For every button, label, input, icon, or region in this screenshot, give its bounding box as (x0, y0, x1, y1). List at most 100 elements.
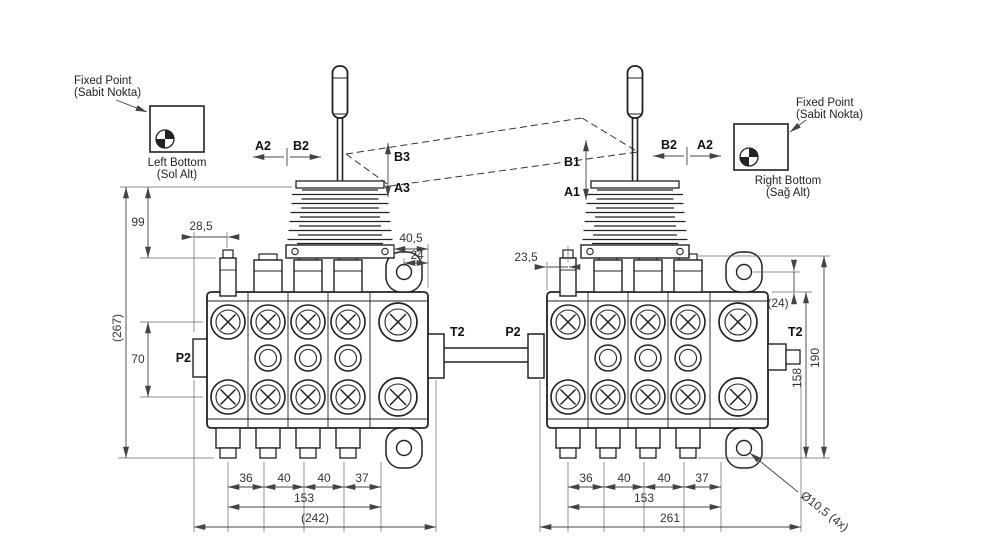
port (254, 344, 282, 372)
lever-arrows-right: B2 A2 B1 A1 (564, 138, 721, 200)
spool-cap (293, 253, 323, 293)
label-p2-right: P2 (505, 325, 520, 339)
mounting-ear (725, 427, 763, 469)
label-b1: B1 (564, 155, 580, 169)
spool-end-cap (295, 427, 321, 459)
spool-cap (633, 253, 663, 293)
dim-sec3-right: 40 (657, 471, 671, 485)
spool-end-cap (335, 427, 361, 459)
port (330, 379, 366, 415)
dim-261: 261 (660, 511, 680, 525)
p2-port-block (192, 338, 209, 378)
spool-end-cap (255, 427, 281, 459)
label-b2-left: B2 (293, 139, 309, 153)
port (334, 344, 362, 372)
dim-sec3-left: 40 (317, 471, 331, 485)
lever-linkage-lines (345, 117, 639, 187)
right-valve (546, 65, 801, 469)
dim-99: 99 (131, 215, 145, 229)
port (330, 304, 366, 340)
label-p2-left: P2 (176, 351, 191, 365)
dim-sec4-left: 37 (355, 471, 369, 485)
port (290, 379, 326, 415)
dim-sec2-right: 40 (617, 471, 631, 485)
dimensions-left: 99 70 (267) 28,5 40,5 24 36 40 40 37 (110, 186, 437, 532)
spool-end-cap (215, 427, 241, 459)
port (590, 379, 626, 415)
port (290, 304, 326, 340)
port (674, 344, 702, 372)
spool-cap (333, 253, 363, 293)
spool-cap (253, 253, 283, 293)
port (630, 304, 666, 340)
lever-bellows (285, 180, 395, 259)
port (634, 344, 662, 372)
port (718, 377, 758, 417)
dim-190: 190 (808, 348, 822, 368)
hole-diameter-note: Ø10,5 (4x) (798, 488, 851, 534)
port (294, 344, 322, 372)
mounting-ear (385, 427, 423, 469)
dim-40-5: 40,5 (399, 231, 423, 245)
port (670, 304, 706, 340)
t2-stud (785, 349, 801, 365)
dim-24-right: (24) (767, 296, 788, 310)
port (594, 344, 622, 372)
label-a2-right: A2 (697, 138, 713, 152)
dim-sec1-left: 36 (239, 471, 253, 485)
left-valve (192, 65, 429, 469)
spool-end-cap (635, 427, 661, 459)
label-a3: A3 (394, 181, 410, 195)
datum-target-icon (155, 129, 175, 149)
t2-port-block (767, 343, 787, 371)
dim-24: 24 (410, 248, 424, 262)
port (670, 379, 706, 415)
port (210, 379, 246, 415)
lever-bellows (580, 180, 690, 259)
dim-153-right: 153 (634, 491, 654, 505)
label-t2-left: T2 (450, 325, 465, 339)
fixed-point-callout-right: Fixed Point (Sabit Nokta) Right Bottom (… (733, 97, 863, 199)
port (250, 304, 286, 340)
fixed-point-left-line2: (Sabit Nokta) (74, 87, 141, 99)
label-a2-left: A2 (255, 139, 271, 153)
dim-242: (242) (301, 511, 329, 525)
right-bottom-line2: (Sağ Alt) (766, 187, 810, 199)
spool-cap (673, 253, 703, 293)
spool-cap (593, 253, 623, 293)
fixed-point-right-line2: (Sabit Nokta) (796, 109, 863, 121)
dim-158: 158 (790, 368, 804, 388)
dim-23-5: 23,5 (514, 250, 538, 264)
label-a1: A1 (564, 185, 580, 199)
relief-valve-cap (219, 249, 237, 297)
port (718, 302, 758, 342)
label-t2-right: T2 (788, 325, 803, 339)
label-b2-right: B2 (661, 138, 677, 152)
port (550, 304, 586, 340)
spool-end-cap (555, 427, 581, 459)
left-bottom-line2: (Sol Alt) (157, 169, 197, 181)
dim-sec2-left: 40 (277, 471, 291, 485)
port (378, 377, 418, 417)
dim-267: (267) (110, 314, 124, 342)
spool-end-cap (675, 427, 701, 459)
port (630, 379, 666, 415)
fixed-point-right-line1: Fixed Point (796, 97, 854, 109)
joystick-lever (626, 65, 644, 187)
dim-sec1-right: 36 (579, 471, 593, 485)
port (250, 379, 286, 415)
fixed-point-callout-left: Fixed Point (Sabit Nokta) Left Bottom (S… (74, 75, 206, 181)
port (590, 304, 626, 340)
dim-sec4-right: 37 (695, 471, 709, 485)
port (210, 304, 246, 340)
fixed-point-left-line1: Fixed Point (74, 75, 132, 87)
dim-28-5: 28,5 (189, 219, 213, 233)
port (378, 302, 418, 342)
right-bottom-line1: Right Bottom (755, 175, 821, 187)
spool-end-cap (595, 427, 621, 459)
connecting-shaft (427, 333, 545, 379)
dim-153-left: 153 (294, 491, 314, 505)
port (550, 379, 586, 415)
